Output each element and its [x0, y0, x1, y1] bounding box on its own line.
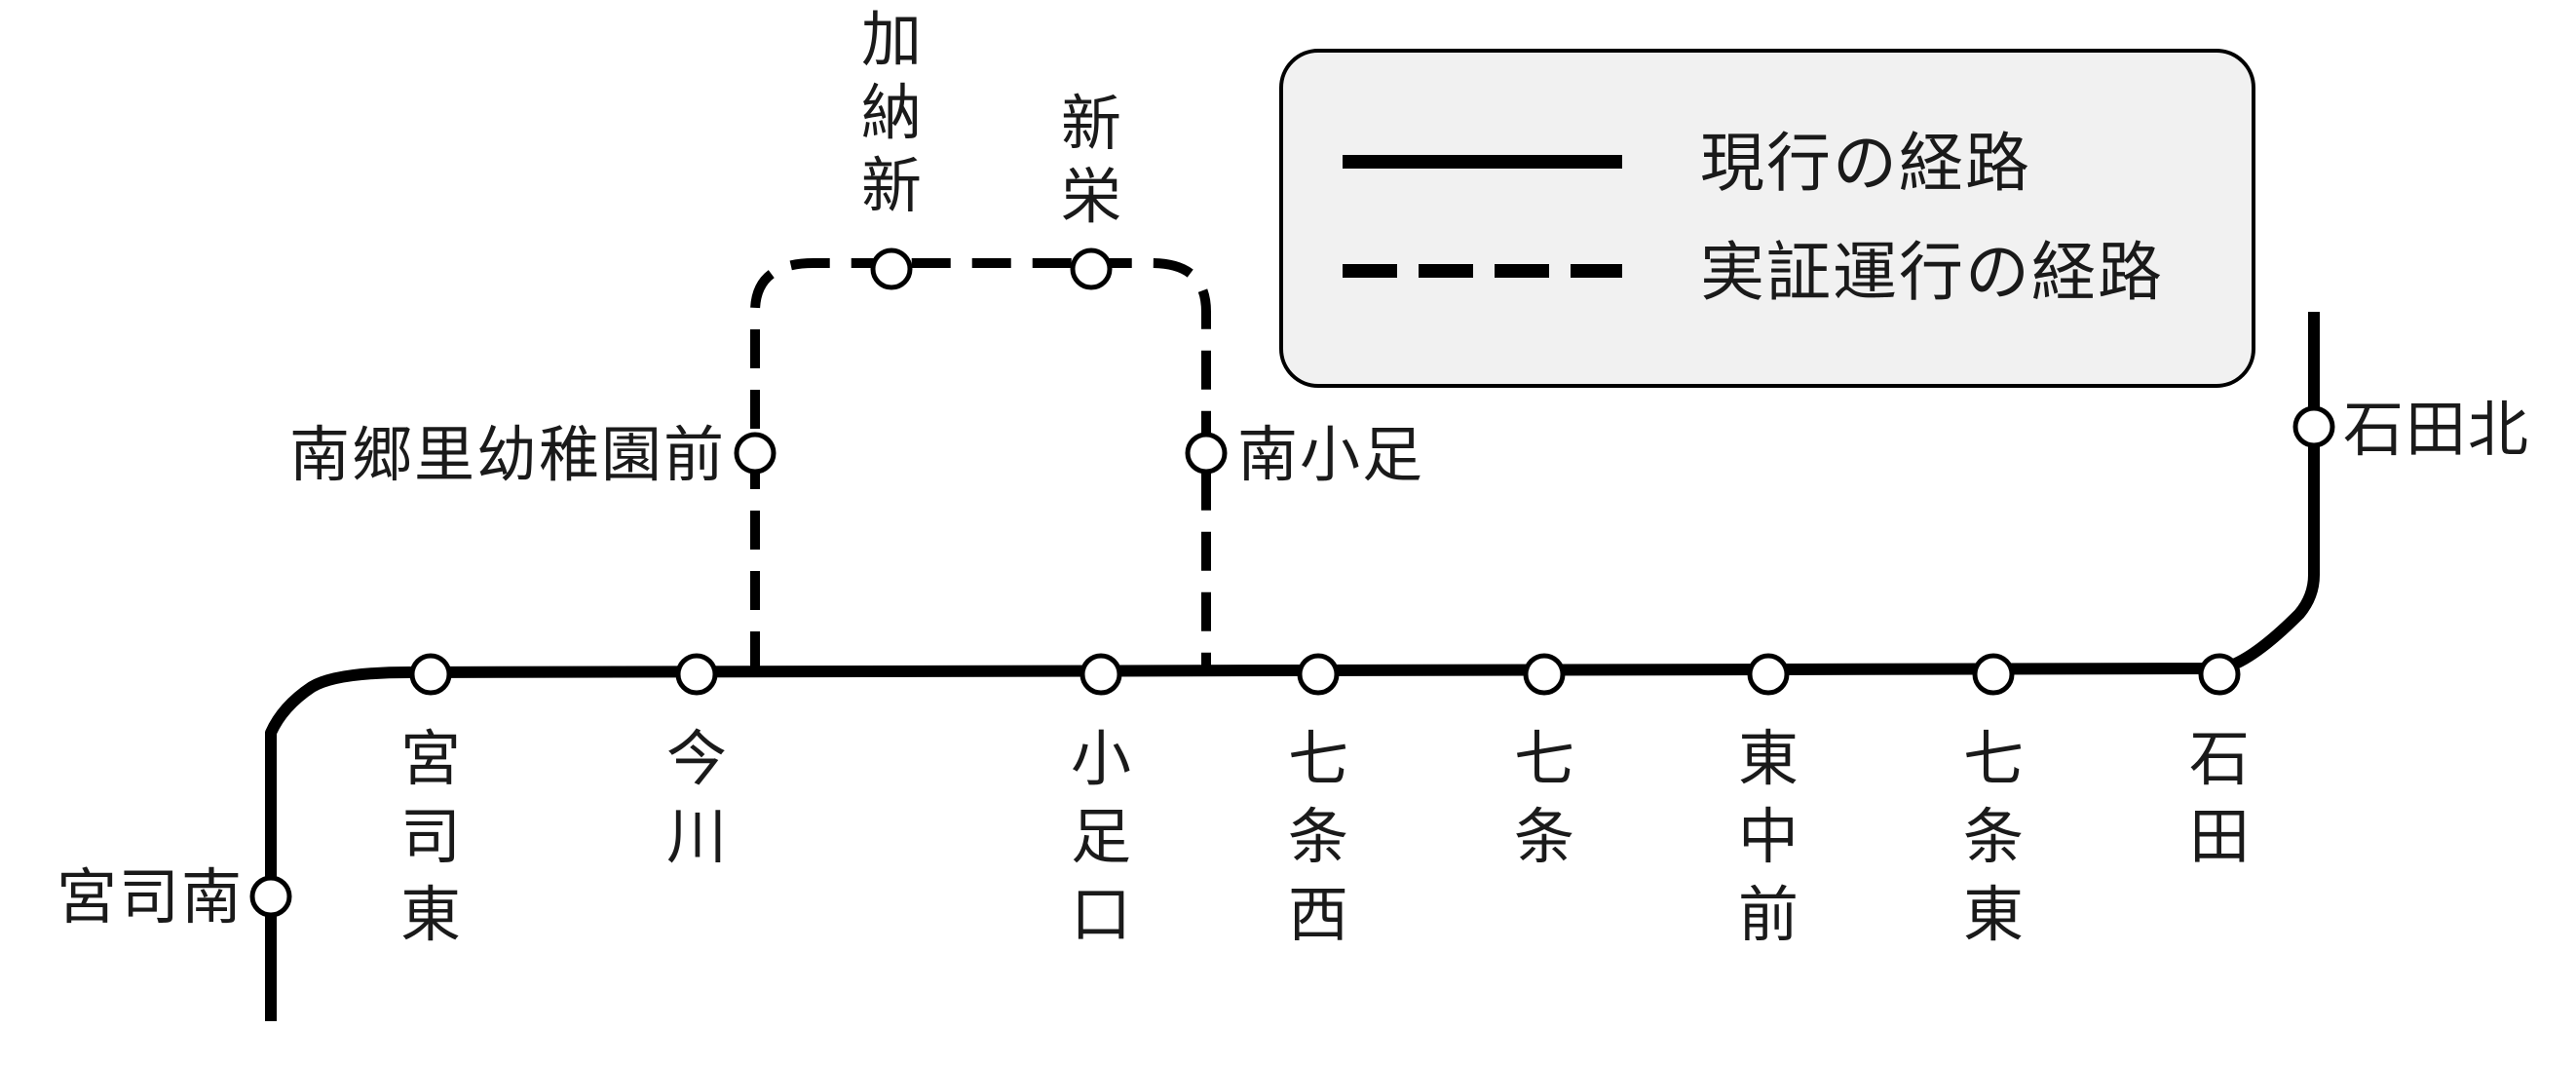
- station-label-minami-koashi: 南小足: [1237, 419, 1424, 490]
- station-marker-ishida: [2198, 653, 2241, 696]
- station-marker-miyaji-higashi: [409, 653, 452, 696]
- station-marker-minami-koashi: [1185, 432, 1228, 475]
- station-label-shinsakae: 新栄: [1061, 88, 1121, 232]
- station-marker-shichijo-nishi: [1297, 653, 1340, 696]
- station-label-miyaji-minami: 宮司南: [57, 861, 244, 933]
- station-marker-kano-shin: [870, 247, 913, 290]
- station-marker-shinsakae: [1070, 247, 1113, 290]
- station-label-minami-gouri: 南郷里幼稚園前: [289, 419, 726, 490]
- station-marker-minami-gouri: [734, 432, 777, 475]
- station-label-miyaji-higashi: 宮司東: [400, 723, 461, 950]
- station-label-shichijo-higashi: 七条東: [1963, 723, 2024, 950]
- station-label-ishida-kita: 石田北: [2343, 394, 2530, 465]
- station-marker-higashi-nakamae: [1747, 653, 1790, 696]
- legend-trial-label: 実証運行の経路: [1700, 235, 2164, 310]
- legend: 現行の経路 実証運行の経路: [1279, 49, 2255, 388]
- station-label-kano-shin: 加納新: [861, 4, 922, 221]
- station-marker-ishida-kita: [2292, 405, 2335, 448]
- legend-current-label: 現行の経路: [1700, 126, 2031, 201]
- station-marker-koashi-guchi: [1080, 653, 1122, 696]
- trial-route-line: [750, 258, 1211, 670]
- station-label-higashi-nakamae: 東中前: [1738, 723, 1799, 950]
- station-marker-shichijo: [1523, 653, 1566, 696]
- station-label-shichijo: 七条: [1514, 723, 1574, 872]
- station-label-shichijo-nishi: 七条西: [1288, 723, 1348, 950]
- legend-box: [1279, 49, 2255, 388]
- station-marker-imagawa: [675, 653, 718, 696]
- station-label-ishida: 石田: [2189, 723, 2250, 872]
- current-route-line: [265, 312, 2320, 1021]
- station-marker-miyaji-minami: [249, 875, 292, 918]
- station-label-imagawa: 今川: [666, 723, 727, 872]
- station-marker-shichijo-higashi: [1972, 653, 2015, 696]
- station-label-koashi-guchi: 小足口: [1071, 723, 1131, 950]
